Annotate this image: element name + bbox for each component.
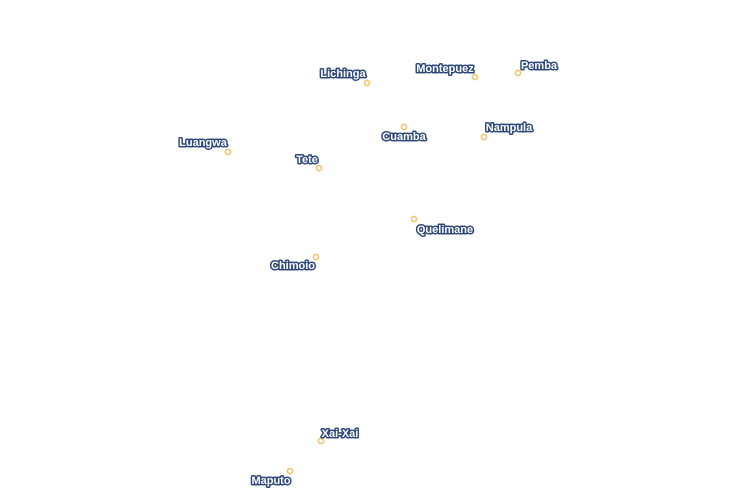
city-marker-icon[interactable] (471, 73, 479, 81)
city-maputo[interactable]: Maputo (250, 467, 294, 489)
city-marker-icon[interactable] (410, 215, 418, 223)
city-label: Quelimane (417, 224, 473, 236)
city-marker-icon[interactable] (480, 133, 488, 141)
city-label: Montepuez (416, 63, 474, 75)
city-marker-icon[interactable] (363, 79, 371, 87)
city-label: Xai-Xai (322, 428, 359, 440)
city-label: Pemba (521, 60, 558, 72)
city-quelimane[interactable]: Quelimane (410, 215, 475, 238)
city-label: Chimoio (271, 260, 315, 272)
city-label: Luangwa (179, 137, 228, 149)
city-pemba[interactable]: Pemba (514, 59, 559, 77)
city-marker-icon[interactable] (312, 253, 320, 261)
city-marker-icon[interactable] (224, 148, 232, 156)
city-marker-icon[interactable] (286, 467, 294, 475)
city-lichinga[interactable]: Lichinga (319, 67, 371, 87)
city-chimoio[interactable]: Chimoio (270, 253, 320, 274)
city-label: Cuamba (382, 131, 426, 143)
city-xai-xai[interactable]: Xai-Xai (317, 427, 360, 445)
city-luangwa[interactable]: Luangwa (178, 136, 232, 156)
city-label: Maputo (251, 475, 290, 487)
city-marker-icon[interactable] (514, 69, 522, 77)
city-label: Tete (296, 154, 318, 166)
city-tete[interactable]: Tete (295, 153, 323, 172)
city-marker-icon[interactable] (400, 123, 408, 131)
city-marker-icon[interactable] (315, 164, 323, 172)
city-cuamba[interactable]: Cuamba (381, 123, 428, 145)
city-montepuez[interactable]: Montepuez (415, 62, 479, 81)
city-label: Nampula (486, 122, 533, 134)
city-marker-icon[interactable] (317, 437, 325, 445)
city-nampula[interactable]: Nampula (480, 121, 535, 141)
city-label: Lichinga (320, 68, 366, 80)
